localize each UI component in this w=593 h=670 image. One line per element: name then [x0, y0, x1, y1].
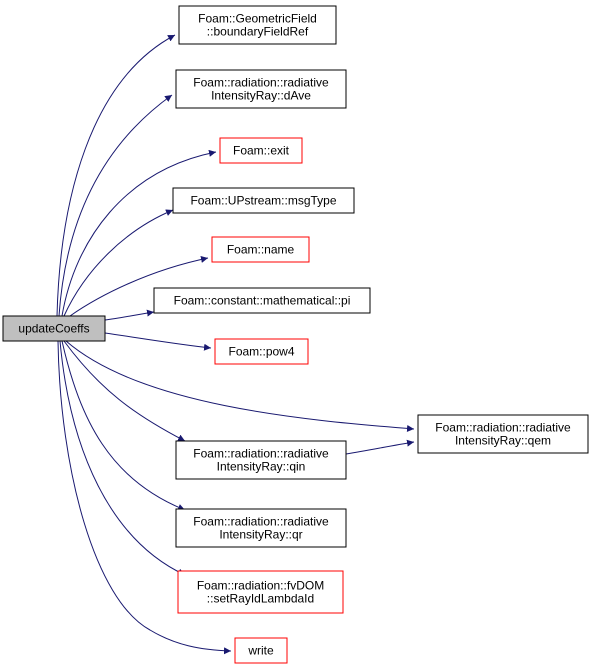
node-label: IntensityRay::qr	[219, 528, 302, 542]
node-box	[219, 137, 303, 164]
node-label: IntensityRay::qem	[455, 434, 551, 448]
node-box	[211, 236, 310, 263]
node-box	[175, 69, 347, 109]
node-box	[234, 637, 288, 664]
node-box	[172, 187, 355, 214]
node-label: IntensityRay::dAve	[211, 89, 311, 103]
edge-root-to-n1	[56, 34, 176, 317]
node-label: Foam::constant::mathematical::pi	[174, 294, 351, 308]
node-n10[interactable]: Foam::radiation::radiativeIntensityRay::…	[175, 508, 347, 548]
edges	[56, 34, 415, 655]
node-box	[417, 414, 589, 454]
edge-root-to-n4	[63, 209, 174, 317]
node-n5[interactable]: Foam::name	[211, 236, 310, 263]
edge-root-to-n6	[104, 309, 155, 321]
edge-root-to-n5	[69, 255, 209, 317]
node-n1[interactable]: Foam::GeometricField::boundaryFieldRef	[178, 5, 337, 45]
node-box	[175, 440, 347, 480]
node-label: Foam::radiation::radiative	[435, 421, 571, 435]
edge-root-to-n7	[104, 332, 212, 351]
node-label: Foam::radiation::radiative	[193, 515, 329, 529]
node-label: updateCoeffs	[18, 322, 89, 336]
edge-root-to-n9	[63, 340, 186, 442]
node-label: Foam::radiation::radiative	[193, 447, 329, 461]
node-n11[interactable]: Foam::radiation::fvDOM::setRayIdLambdaId	[177, 570, 344, 614]
edge-root-to-n10	[61, 340, 186, 511]
edge-root-to-n11	[59, 340, 186, 576]
nodes: updateCoeffs Foam::GeometricField::bounda…	[2, 5, 589, 664]
edge-n9-to-n8	[345, 439, 415, 455]
node-label: ::setRayIdLambdaId	[207, 592, 314, 606]
node-n3[interactable]: Foam::exit	[219, 137, 303, 164]
node-label: Foam::radiation::fvDOM	[197, 579, 324, 593]
edge-root-to-n2	[58, 94, 173, 317]
node-box	[153, 287, 371, 314]
node-n7[interactable]: Foam::pow4	[214, 338, 309, 365]
node-box	[214, 338, 309, 365]
node-label: Foam::GeometricField	[198, 12, 317, 26]
node-label: Foam::pow4	[228, 345, 294, 359]
node-n12[interactable]: write	[234, 637, 288, 664]
node-n4[interactable]: Foam::UPstream::msgType	[172, 187, 355, 214]
node-n2[interactable]: Foam::radiation::radiativeIntensityRay::…	[175, 69, 347, 109]
node-label: ::boundaryFieldRef	[207, 25, 309, 39]
node-label: Foam::UPstream::msgType	[190, 194, 336, 208]
node-label: Foam::radiation::radiative	[193, 76, 329, 90]
node-n9[interactable]: Foam::radiation::radiativeIntensityRay::…	[175, 440, 347, 480]
node-box	[175, 508, 347, 548]
root-node-updateCoeffs: updateCoeffs	[2, 315, 106, 342]
node-label: Foam::exit	[233, 144, 290, 158]
edge-root-to-n8	[65, 340, 415, 432]
node-label: Foam::name	[227, 243, 295, 257]
edge-root-to-n3	[61, 149, 217, 317]
node-n8[interactable]: Foam::radiation::radiativeIntensityRay::…	[417, 414, 589, 454]
node-box	[178, 5, 337, 45]
node-box	[177, 570, 344, 614]
edge-root-to-n12	[57, 340, 232, 655]
node-label: write	[247, 644, 274, 658]
node-box	[2, 315, 106, 342]
node-n6[interactable]: Foam::constant::mathematical::pi	[153, 287, 371, 314]
node-label: IntensityRay::qin	[217, 460, 306, 474]
